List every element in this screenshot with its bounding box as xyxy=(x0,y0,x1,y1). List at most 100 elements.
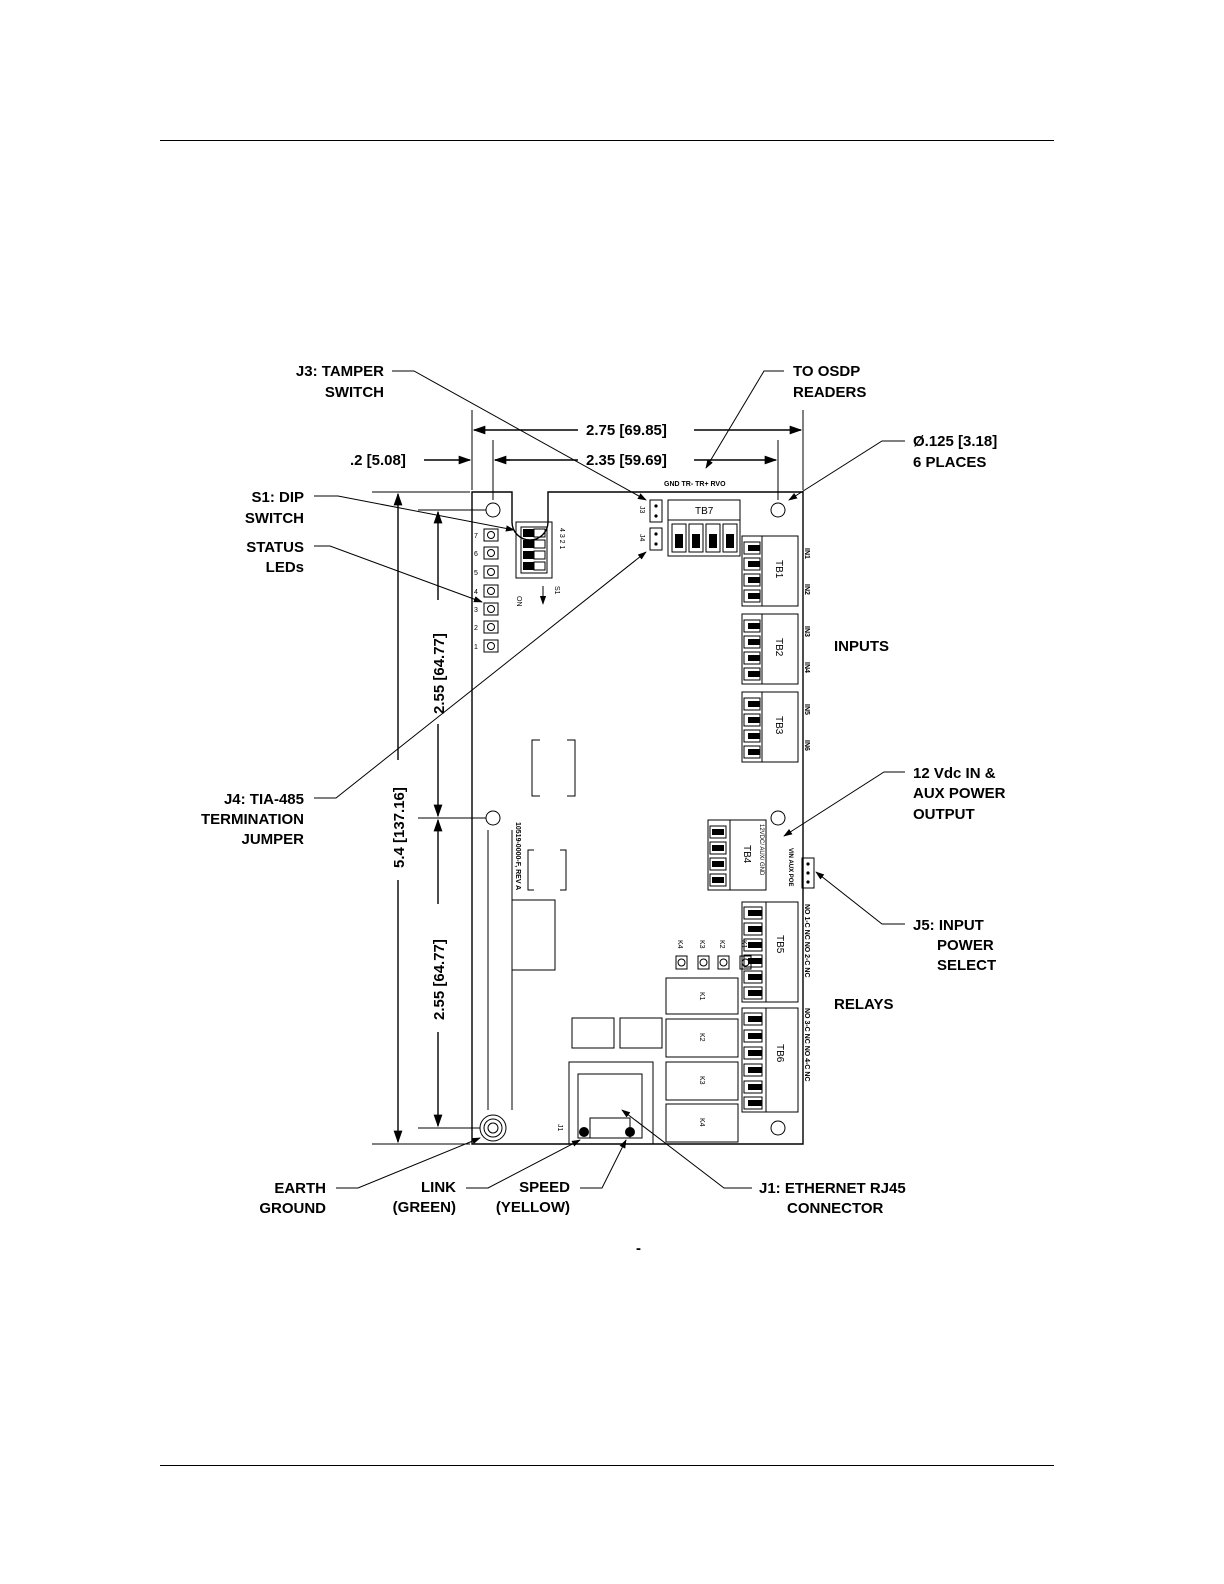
tb6-pin-labels: NO 3-C NC NO 4-C NC xyxy=(803,1008,810,1082)
dim-width-holes: 2.35 [59.69] xyxy=(586,452,667,469)
leader-earth xyxy=(336,1137,481,1189)
led-number-2: 2 xyxy=(474,625,478,632)
callout-speed-line1: SPEED xyxy=(519,1179,570,1196)
center-components xyxy=(527,739,576,891)
in3-silk-label: IN3 xyxy=(803,626,810,637)
tb5-terminal-block xyxy=(741,901,799,1003)
leader-osdp xyxy=(705,370,784,469)
led-number-6: 6 xyxy=(474,551,478,558)
callout-j4-line1: J4: TIA-485 xyxy=(224,791,304,808)
relay-k1-label: K1 xyxy=(698,992,705,1001)
in2-silk-label: IN2 xyxy=(803,584,810,595)
callout-j5-line3: SELECT xyxy=(937,957,996,974)
status-leds xyxy=(483,528,499,653)
tb4-pin-labels: 12VDC/ AUX/ GND xyxy=(758,824,764,876)
relay-k2-label: K2 xyxy=(698,1033,705,1042)
leader-j5 xyxy=(815,871,905,925)
leader-j1 xyxy=(621,1109,752,1189)
callout-osdp-line2: READERS xyxy=(793,384,866,401)
tb2-silk-label: TB2 xyxy=(773,638,784,657)
callout-osdp-line1: TO OSDP xyxy=(793,363,860,380)
callout-j3-line1: J3: TAMPER xyxy=(296,363,384,380)
relay-k4-label: K4 xyxy=(698,1118,705,1127)
in6-silk-label: IN6 xyxy=(803,740,810,751)
dim-height-upper: 2.55 [64.77] xyxy=(431,633,448,714)
callout-j4-line2: TERMINATION xyxy=(201,811,304,828)
j4-silk-label: J4 xyxy=(638,534,645,542)
dim-height-overall: 5.4 [137.16] xyxy=(391,787,408,868)
tb4-silk-label: TB4 xyxy=(741,845,752,864)
callout-power-line1: 12 Vdc IN & xyxy=(913,765,996,782)
tb7-silk-label: TB7 xyxy=(695,506,714,517)
callout-power-line3: OUTPUT xyxy=(913,806,975,823)
earth-ground-post xyxy=(479,1114,507,1142)
s1-on-label: ON xyxy=(515,596,522,607)
footer-mark: - xyxy=(636,1240,641,1257)
j1-silk-label: J1 xyxy=(556,1124,563,1132)
j3-header xyxy=(649,499,663,523)
callout-s1-line1: S1: DIP xyxy=(251,489,304,506)
leader-j4 xyxy=(314,551,647,799)
misc-components xyxy=(571,1017,663,1049)
led-number-5: 5 xyxy=(474,570,478,577)
leader-link xyxy=(466,1139,581,1189)
s1-dip-numbers: 4 3 2 1 xyxy=(558,528,565,550)
callout-link-line2: (GREEN) xyxy=(393,1199,456,1216)
relay-k3-label: K3 xyxy=(698,1076,705,1085)
tb1-silk-label: TB1 xyxy=(773,560,784,579)
relay-leds xyxy=(675,955,752,970)
led-number-7: 7 xyxy=(474,533,478,540)
j5-header xyxy=(801,857,815,889)
tb6-terminal-block xyxy=(741,1007,799,1113)
tb2-terminal-block xyxy=(741,613,799,685)
in4-silk-label: IN4 xyxy=(803,662,810,673)
leader-status xyxy=(314,545,483,603)
dim-width-overall: 2.75 [69.85] xyxy=(586,422,667,439)
callout-earth-line2: GROUND xyxy=(259,1200,326,1217)
tb5-pin-labels: NO 1-C NC NO 2-C NC xyxy=(803,904,810,978)
tb1-terminal-block xyxy=(741,535,799,607)
callout-j1-line1: J1: ETHERNET RJ45 xyxy=(759,1180,906,1197)
led-number-1: 1 xyxy=(474,644,478,651)
callout-earth-line1: EARTH xyxy=(274,1180,326,1197)
callout-inputs: INPUTS xyxy=(834,638,889,655)
leader-power xyxy=(783,771,905,837)
relays xyxy=(665,977,739,1143)
callout-j5-line2: POWER xyxy=(937,937,994,954)
callout-power-line2: AUX POWER xyxy=(913,785,1006,802)
dim-offset: .2 [5.08] xyxy=(350,452,406,469)
tb6-silk-label: TB6 xyxy=(774,1044,785,1063)
led-number-3: 3 xyxy=(474,607,478,614)
tb4-terminal-block xyxy=(707,819,767,891)
leader-j3 xyxy=(392,370,647,501)
callout-hole-line1: Ø.125 [3.18] xyxy=(913,433,997,450)
in1-silk-label: IN1 xyxy=(803,548,810,559)
callout-j3-line2: SWITCH xyxy=(325,384,384,401)
footer-rule xyxy=(160,1465,1054,1466)
mounting-holes xyxy=(485,502,786,1136)
j5-pin-labels: VIN AUX POE xyxy=(787,848,793,886)
callout-hole-line2: 6 PLACES xyxy=(913,454,986,471)
callout-status-line2: LEDs xyxy=(266,559,304,576)
callout-j1-line2: CONNECTOR xyxy=(787,1200,884,1217)
tb3-terminal-block xyxy=(741,691,799,763)
tb5-silk-label: TB5 xyxy=(774,935,785,954)
callout-status-line1: STATUS xyxy=(246,539,304,556)
j4-header xyxy=(649,527,663,551)
leader-speed xyxy=(580,1139,627,1189)
tb3-silk-label: TB3 xyxy=(773,716,784,735)
in5-silk-label: IN5 xyxy=(803,704,810,715)
callout-link-line1: LINK xyxy=(421,1179,456,1196)
leader-hole xyxy=(788,440,905,501)
led-number-4: 4 xyxy=(474,589,478,596)
callout-speed-line2: (YELLOW) xyxy=(496,1199,570,1216)
header-rule xyxy=(160,140,1054,141)
left-board-strip xyxy=(487,830,556,1110)
j3-silk-label: J3 xyxy=(638,506,645,514)
leader-s1 xyxy=(314,495,515,532)
part-number-silk: 10519-0000-F, REV A xyxy=(514,822,521,890)
callout-j5-line1: J5: INPUT xyxy=(913,917,984,934)
j1-rj45-connector xyxy=(568,1061,654,1145)
relay-led-k2-label: K2 xyxy=(718,940,725,949)
